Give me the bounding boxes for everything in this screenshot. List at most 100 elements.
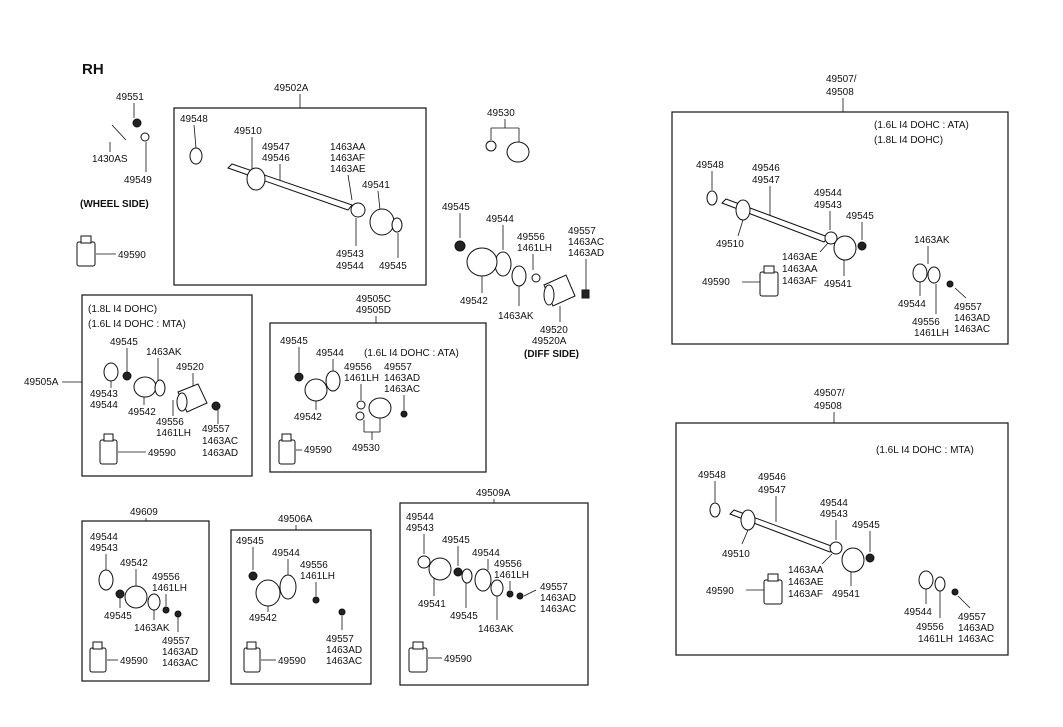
label-49520: 49520 xyxy=(176,362,204,373)
label-1463AE: 1463AE xyxy=(782,252,818,263)
label-49557: 49557 xyxy=(954,302,982,313)
diff-side-group: 49545 49544 49542 49556 1461LH 1463AK 49… xyxy=(442,202,604,360)
condition-1-6L-MTA: (1.6L I4 DOHC : MTA) xyxy=(88,319,186,330)
label-49556-diff: 49556 xyxy=(517,232,545,243)
label-1463AD-diff: 1463AD xyxy=(568,248,604,259)
box-49507-mta xyxy=(675,422,1009,656)
label-49548: 49548 xyxy=(696,160,724,171)
label-49510: 49510 xyxy=(716,239,744,250)
label-49545-diff: 49545 xyxy=(442,202,470,213)
ring-part xyxy=(934,576,946,592)
boot-part xyxy=(369,208,395,236)
label-49506A: 49506A xyxy=(278,514,313,525)
label-1463AD: 1463AD xyxy=(954,313,990,324)
band-part xyxy=(857,241,867,251)
label-49530: 49530 xyxy=(487,108,515,119)
label-1463AC: 1463AC xyxy=(326,656,362,667)
label-49542: 49542 xyxy=(128,407,156,418)
label-49543: 49543 xyxy=(814,200,842,211)
bolt-part xyxy=(506,590,514,598)
label-49545: 49545 xyxy=(852,520,880,531)
label-49545: 49545 xyxy=(104,611,132,622)
clamp-part xyxy=(829,541,843,555)
box-49502A xyxy=(173,107,427,286)
bearing-part xyxy=(485,140,497,152)
box-49505C xyxy=(269,322,487,473)
band-part xyxy=(294,372,304,382)
wheel-joint-part xyxy=(740,509,756,531)
label-49556: 49556 xyxy=(344,362,372,373)
label-49557: 49557 xyxy=(202,424,230,435)
label-49546: 49546 xyxy=(262,153,290,164)
clamp-ring-part xyxy=(98,569,114,591)
label-1463AK-diff: 1463AK xyxy=(498,311,534,322)
label-49541: 49541 xyxy=(832,589,860,600)
label-49508: 49508 xyxy=(826,87,854,98)
band-part xyxy=(391,217,403,233)
assembly-49505A: 49505A (1.8L I4 DOHC) (1.6L I4 DOHC : MT… xyxy=(24,294,253,477)
assembly-49507-mta: 49507/ 49508 (1.6L I4 DOHC : MTA) 49548 … xyxy=(675,388,1009,656)
label-1463AK: 1463AK xyxy=(134,623,170,634)
grease-tube-icon xyxy=(763,573,783,605)
label-49544: 49544 xyxy=(90,400,118,411)
label-49542: 49542 xyxy=(294,412,322,423)
condition-1-8L: (1.8L I4 DOHC) xyxy=(874,135,943,146)
label-49544-b: 49544 xyxy=(472,548,500,559)
label-49543: 49543 xyxy=(820,509,848,520)
label-49544: 49544 xyxy=(406,512,434,523)
label-1463AK: 1463AK xyxy=(146,347,182,358)
boot-part xyxy=(133,376,157,398)
bolt-part xyxy=(516,592,524,600)
label-1463AC-diff: 1463AC xyxy=(568,237,604,248)
grease-tube-icon xyxy=(278,433,296,465)
label-49548: 49548 xyxy=(180,114,208,125)
label-1463AC: 1463AC xyxy=(540,604,576,615)
label-49556: 49556 xyxy=(916,622,944,633)
box-49506A xyxy=(230,529,372,685)
band-part xyxy=(454,240,466,252)
clamp-part xyxy=(417,555,431,569)
label-49545: 49545 xyxy=(379,261,407,272)
label-1461LH: 1461LH xyxy=(152,583,187,594)
label-49547: 49547 xyxy=(758,485,786,496)
label-1461LH: 1461LH xyxy=(344,373,379,384)
dust-cover-part xyxy=(706,190,718,206)
ring-part xyxy=(490,579,504,597)
ring-part xyxy=(154,379,166,397)
grease-tube-icon xyxy=(89,641,107,673)
cotter-pin-part xyxy=(111,124,127,141)
label-49541: 49541 xyxy=(418,599,446,610)
clamp-ring-part xyxy=(474,568,492,592)
label-49545: 49545 xyxy=(110,337,138,348)
label-1463AF: 1463AF xyxy=(782,276,817,287)
box-49609 xyxy=(81,520,210,682)
ring-part xyxy=(147,593,161,611)
assembly-49502A: 49502A 49548 49510 49547 49546 1463AA 14… xyxy=(173,83,427,286)
label-49590: 49590 xyxy=(148,448,176,459)
bolt-part xyxy=(211,401,221,411)
label-49505A: 49505A xyxy=(24,377,59,388)
band-part xyxy=(453,567,463,577)
label-49544: 49544 xyxy=(90,532,118,543)
label-49556: 49556 xyxy=(300,560,328,571)
label-1463AE: 1463AE xyxy=(788,577,824,588)
label-49508: 49508 xyxy=(814,401,842,412)
label-1463AA: 1463AA xyxy=(330,142,366,153)
label-1463AF: 1463AF xyxy=(330,153,365,164)
grease-tube-icon xyxy=(408,641,428,673)
label-49509A: 49509A xyxy=(476,488,511,499)
label-49510: 49510 xyxy=(722,549,750,560)
label-49590: 49590 xyxy=(444,654,472,665)
wheel-joint-part xyxy=(246,167,266,191)
boot-part xyxy=(124,585,148,609)
label-49505D: 49505D xyxy=(356,305,391,316)
label-1463AA: 1463AA xyxy=(788,565,824,576)
label-1463AD: 1463AD xyxy=(540,593,576,604)
label-49546: 49546 xyxy=(758,472,786,483)
bearing-part xyxy=(355,411,365,421)
assembly-49507-ata: 49507/ 49508 (1.6L I4 DOHC : ATA) (1.8L … xyxy=(671,74,1009,345)
label-49557: 49557 xyxy=(326,634,354,645)
condition-1-6L-ATA: (1.6L I4 DOHC : ATA) xyxy=(874,120,969,131)
label-49557: 49557 xyxy=(384,362,412,373)
